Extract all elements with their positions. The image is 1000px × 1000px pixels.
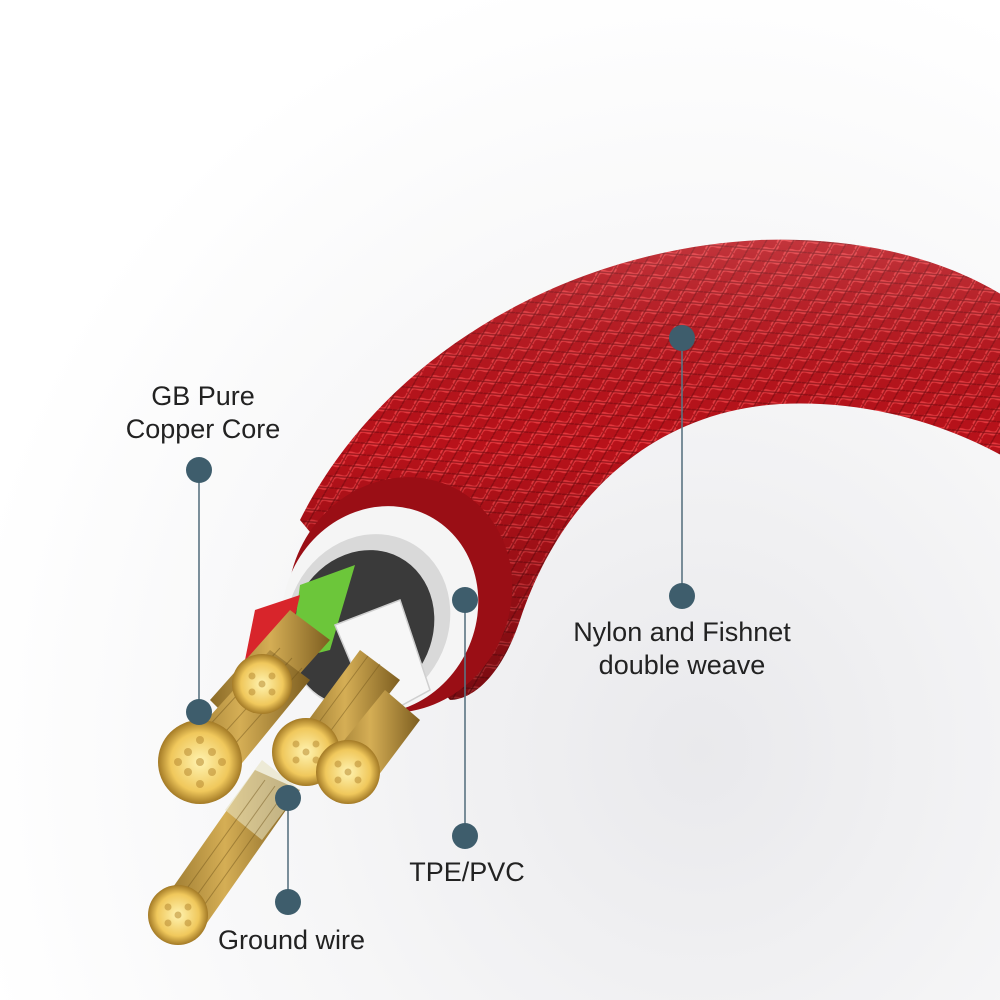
nylon-weave-label-line1: Nylon and Fishnet bbox=[573, 617, 791, 647]
ground-wire-sleeve bbox=[225, 760, 300, 840]
copper-core-dot-icon bbox=[186, 699, 212, 725]
tpe-pvc-label-text: TPE/PVC bbox=[409, 857, 525, 887]
copper-callout-dot-icon bbox=[186, 457, 212, 483]
ground-callout-dot-icon bbox=[275, 889, 301, 915]
tpe-callout-dot-icon bbox=[452, 823, 478, 849]
copper-core-label-line2: Copper Core bbox=[125, 414, 281, 444]
ground-top-dot-icon bbox=[275, 785, 301, 811]
copper-core-label-line1: GB Pure bbox=[151, 381, 255, 411]
tpe-top-dot-icon bbox=[452, 587, 478, 613]
nylon-top-dot-icon bbox=[669, 325, 695, 351]
nylon-weave-label: Nylon and Fishnet double weave bbox=[552, 616, 812, 682]
ground-wire-label-text: Ground wire bbox=[218, 925, 366, 955]
tpe-pvc-label: TPE/PVC bbox=[392, 856, 542, 889]
ground-wire-label: Ground wire bbox=[218, 924, 390, 957]
nylon-callout-dot-icon bbox=[669, 583, 695, 609]
nylon-weave-label-line2: double weave bbox=[598, 650, 766, 680]
copper-core-label: GB Pure Copper Core bbox=[98, 380, 308, 446]
